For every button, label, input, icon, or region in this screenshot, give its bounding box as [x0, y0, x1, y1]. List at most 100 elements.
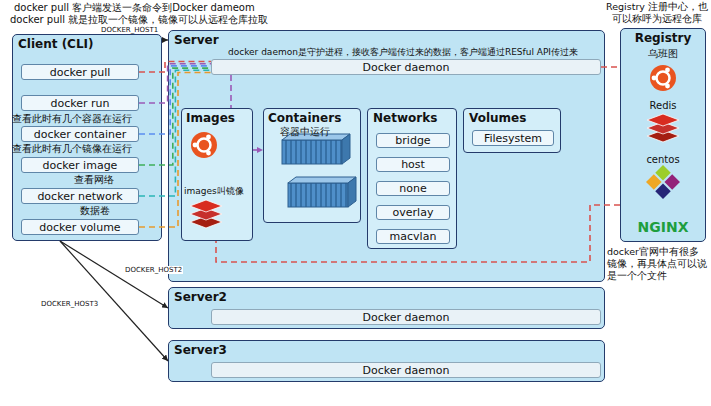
- edge-label: DOCKER_HOST2: [124, 266, 183, 274]
- label-holder: docker官网中有很多镜像，再具体点可以说是一个个文件: [607, 246, 707, 282]
- box-title: Server: [174, 33, 219, 48]
- box-text: images叫镜像: [184, 185, 244, 197]
- label-holder: 数据卷: [80, 204, 110, 217]
- label-holder: 查看此时有几个镜像在运行: [12, 142, 132, 155]
- command-label: none: [399, 182, 426, 195]
- label-holder: docker daemon是守护进程，接收客户端传过来的数据，客户端通过RESf…: [228, 46, 578, 58]
- command-label: overlay: [393, 206, 434, 219]
- centos-square: [646, 174, 662, 190]
- annotation-note: 查看此时有几个容器在运行: [12, 112, 132, 125]
- dashed-connector: [216, 205, 620, 262]
- item-box: overlay: [376, 205, 450, 220]
- dashed-connector: [230, 75, 232, 108]
- ubuntu-disc: [650, 65, 676, 91]
- command-label: bridge: [395, 134, 430, 147]
- dashed-connector: [139, 68, 211, 165]
- box-text: Redis: [621, 99, 705, 112]
- daemon-bar: Docker daemon: [211, 59, 601, 75]
- box-title: Server2: [174, 290, 227, 305]
- redis-layer: [190, 208, 222, 220]
- daemon-bar: Docker daemon: [211, 362, 601, 378]
- edge-label: DOCKER_HOST3: [40, 300, 99, 308]
- box-text: 容器中运行: [280, 125, 330, 138]
- group-box: Networksbridgehostnoneoverlaymacvlan: [367, 108, 457, 249]
- ubuntu-icon: [650, 65, 676, 91]
- item-box: none: [376, 181, 450, 196]
- ubuntu-dot: [665, 68, 670, 73]
- group-box: Containers容器中运行: [263, 108, 361, 223]
- label-holder: DOCKER_HOST2: [124, 266, 183, 274]
- item-box: docker container: [21, 126, 139, 142]
- group-box: Imagesimages叫镜像: [181, 108, 253, 241]
- box-text: centos: [621, 153, 705, 166]
- item-box: host: [376, 157, 450, 172]
- label-holder: Registry 注册中心，也可以称呼为远程仓库: [605, 1, 709, 25]
- edge-label: DOCKER_HOST1: [100, 26, 159, 34]
- box-title: Volumes: [469, 111, 526, 126]
- item-box: docker image: [21, 157, 139, 173]
- centos-square: [655, 183, 671, 199]
- box-title: Client (CLI): [18, 37, 94, 52]
- command-label: docker network: [37, 190, 122, 203]
- label-holder: 查看网络: [74, 173, 114, 186]
- label-holder: DOCKER_HOST3: [40, 300, 99, 308]
- annotation-note: 数据卷: [80, 204, 110, 217]
- container-box: [288, 183, 348, 207]
- ubuntu-dot: [206, 135, 211, 140]
- redis-icon: [190, 200, 222, 228]
- annotation-note: docker pull 就是拉取一个镜像，镜像可以从远程仓库拉取: [10, 13, 268, 26]
- label-holder: DOCKER_HOST1: [100, 26, 159, 34]
- item-box: bridge: [376, 133, 450, 148]
- ubuntu-dot: [206, 151, 211, 156]
- box-title: Server3: [174, 343, 227, 358]
- centos-square: [655, 165, 671, 181]
- box-title: Networks: [373, 111, 437, 126]
- command-label: Filesystem: [484, 132, 542, 145]
- command-label: docker pull: [50, 66, 111, 79]
- label-holder: 查看此时有几个容器在运行: [12, 112, 132, 125]
- arrow-connector: [60, 241, 168, 308]
- centos-icon: [646, 165, 680, 199]
- item-box: docker volume: [21, 219, 139, 235]
- annotation-note: 查看网络: [74, 173, 114, 186]
- item-box: docker run: [21, 95, 139, 111]
- arrow-connector: [162, 39, 168, 40]
- panel-box: Server2Docker daemon: [168, 287, 605, 329]
- box-title: Containers: [268, 111, 341, 126]
- container-icon: [288, 177, 356, 207]
- item-box: docker pull: [21, 64, 139, 80]
- redis-layer: [647, 130, 679, 142]
- annotation-note: docker pull 客户端发送一条命令到Docker dameom: [14, 1, 255, 14]
- label-holder: docker pull 就是拉取一个镜像，镜像可以从远程仓库拉取: [10, 13, 268, 26]
- container-box: [282, 140, 342, 164]
- dashed-connector: [139, 73, 211, 228]
- dashed-connector: [253, 149, 263, 151]
- container-side: [342, 134, 350, 164]
- group-box: VolumesFilesystem: [463, 108, 561, 153]
- container-icon: [282, 134, 350, 164]
- redis-layer: [647, 122, 679, 134]
- redis-icon: [647, 114, 679, 142]
- item-box: Filesystem: [472, 130, 554, 146]
- daemon-label: Docker daemon: [363, 311, 450, 324]
- panel-box: ServerDocker daemonImagesimages叫镜像Contai…: [168, 30, 605, 282]
- redis-layer: [190, 200, 222, 212]
- daemon-label: Docker daemon: [363, 364, 450, 377]
- dashed-connector: [139, 70, 211, 196]
- panel-box: Registry乌班图RediscentosNGINX: [620, 28, 706, 242]
- redis-layer: [647, 114, 679, 126]
- container-top: [282, 134, 350, 140]
- box-title: Registry: [621, 31, 705, 46]
- annotation-note: docker官网中有很多镜像，再具体点可以说是一个个文件: [607, 246, 707, 282]
- dashed-connector: [139, 66, 211, 134]
- box-text: NGINX: [621, 219, 705, 236]
- centos-square: [664, 174, 680, 190]
- ubuntu-icon: [191, 132, 217, 158]
- command-label: docker volume: [39, 221, 120, 234]
- dashed-connector: [139, 62, 211, 73]
- command-label: docker image: [43, 159, 118, 172]
- daemon-bar: Docker daemon: [211, 309, 601, 325]
